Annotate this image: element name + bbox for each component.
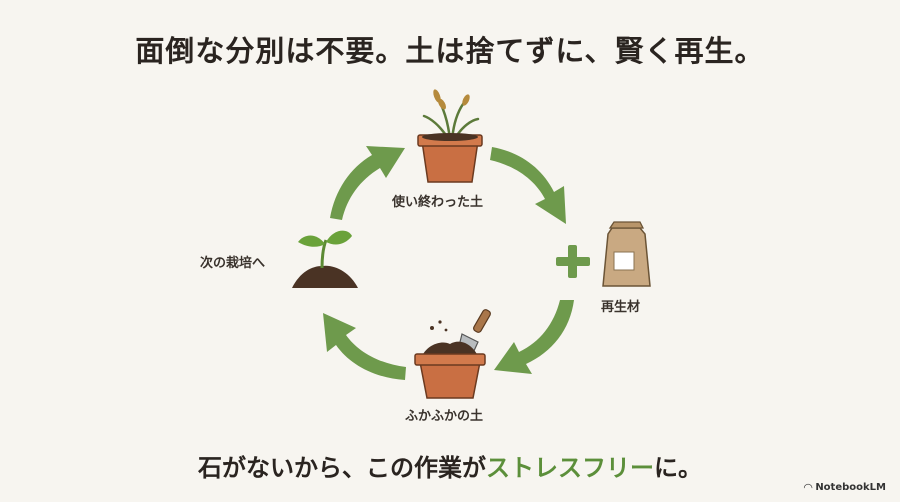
- arrow-to-fluffy-soil: [494, 300, 574, 374]
- caption-text: 石がないから、この作業が: [198, 454, 486, 482]
- label-next-cultivation: 次の栽培へ: [200, 256, 266, 271]
- seedling-icon: [292, 230, 358, 288]
- label-recycle-material: 再生材: [601, 300, 641, 315]
- arrow-to-next-cultivation: [323, 313, 406, 380]
- caption-ending: に。: [654, 454, 702, 482]
- fluffy-soil-pot-icon: [414, 309, 491, 399]
- cycle-arrows: [323, 146, 574, 380]
- notebooklm-label: NotebookLM: [815, 482, 886, 493]
- bottom-caption: 石がないから、この作業がストレスフリーに。: [0, 448, 900, 483]
- label-used-soil: 使い終わった土: [392, 195, 484, 210]
- plus-icon: [556, 245, 590, 278]
- arrow-to-used-soil: [330, 146, 405, 220]
- recycle-material-bag-icon: [602, 221, 651, 287]
- label-fluffy-soil: ふかふかの土: [405, 409, 484, 424]
- page-title: 面倒な分別は不要。土は捨てずに、賢く再生。: [135, 34, 765, 68]
- used-soil-pot-icon: [417, 89, 483, 183]
- arrow-to-recycle-material: [490, 147, 566, 224]
- caption-highlight: ストレスフリー: [486, 454, 654, 482]
- notebooklm-badge: ◠ NotebookLM: [804, 481, 886, 494]
- notebooklm-logo-icon: ◠: [803, 481, 813, 494]
